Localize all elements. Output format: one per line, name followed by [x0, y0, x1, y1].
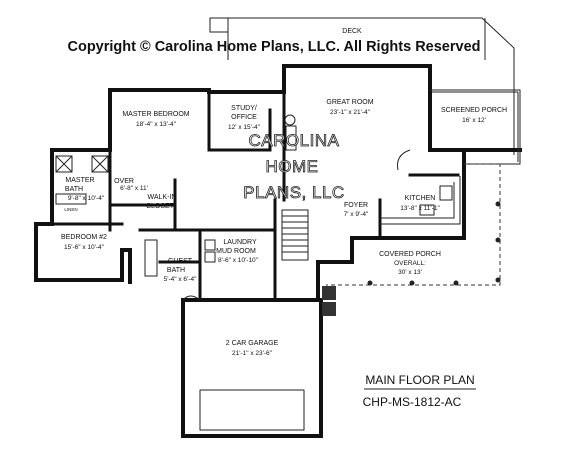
watermark-line-3: PLANS, LLC [243, 183, 344, 202]
foyer-size: 7' x 9'-4" [344, 211, 369, 218]
garage-size: 21'-1" x 23'-6" [232, 350, 273, 357]
covered-porch-outline [326, 163, 501, 286]
kitchen-counters [380, 149, 461, 225]
master-bath-label: MASTER [65, 177, 94, 184]
bedroom-2-size: 15'-6" x 10'-4" [64, 244, 105, 251]
garage-label: 2 CAR GARAGE [226, 340, 279, 347]
garage-details [182, 286, 336, 431]
interior-walls [50, 90, 460, 302]
watermark-line-2: HOME [266, 157, 319, 176]
master-bedroom-size: 18'-4" x 13'-4" [136, 121, 177, 128]
stairs [281, 209, 309, 261]
great-room-label: GREAT ROOM [326, 99, 373, 106]
plan-number: CHP-MS-1812-AC [363, 395, 462, 409]
guest-bath-label-2: BATH [167, 267, 185, 274]
guest-bath-label: GUEST [168, 258, 193, 265]
plan-title: MAIN FLOOR PLAN [365, 373, 474, 387]
laundry-label: LAUNDRY [223, 239, 257, 246]
master-bath-size: 9'-8" x 10'-4" [68, 195, 105, 202]
deck-outline [209, 17, 515, 155]
master-bath-label-2: BATH [65, 186, 83, 193]
great-room-size: 23'-1" x 21'-4" [330, 109, 371, 116]
bedroom-2-label: BEDROOM #2 [61, 234, 107, 241]
screened-porch-label: SCREENED PORCH [441, 107, 507, 114]
guest-bath-size: 5'-4" x 6'-4" [164, 276, 197, 283]
master-bedroom-label: MASTER BEDROOM [122, 111, 189, 118]
foyer-label: FOYER [344, 202, 368, 209]
mud-room-label: MUD ROOM [216, 248, 256, 255]
deck-label: DECK [342, 28, 362, 35]
kitchen-label: KITCHEN [405, 195, 436, 202]
walk-in-size: 6'-8" x 11' [120, 185, 148, 192]
walk-in-over-label: OVER [114, 178, 134, 185]
laundry-size: 8'-6" x 10'-10" [218, 257, 259, 264]
covered-porch-size: 30' x 13' [398, 269, 422, 276]
copyright-notice: Copyright © Carolina Home Plans, LLC. Al… [68, 39, 481, 55]
bath-fixtures [55, 114, 297, 277]
watermark-line-1: CAROLINA [249, 131, 340, 150]
study-label-2: OFFICE [231, 114, 257, 121]
screened-porch-size: 16' x 12' [462, 117, 486, 124]
kitchen-size: 13'-8" x 11'-1" [400, 205, 440, 212]
walk-in-closet-label-2: CLOSET [146, 203, 175, 210]
covered-porch-label: COVERED PORCH [379, 251, 441, 258]
linen-label: LINEN [64, 207, 77, 212]
study-label: STUDY/ [231, 105, 257, 112]
covered-porch-overall: OVERALL: [394, 260, 426, 267]
walk-in-closet-label: WALK-IN [148, 194, 177, 201]
screened-porch-outline [430, 89, 521, 165]
study-size: 12' x 15'-4" [228, 124, 261, 131]
